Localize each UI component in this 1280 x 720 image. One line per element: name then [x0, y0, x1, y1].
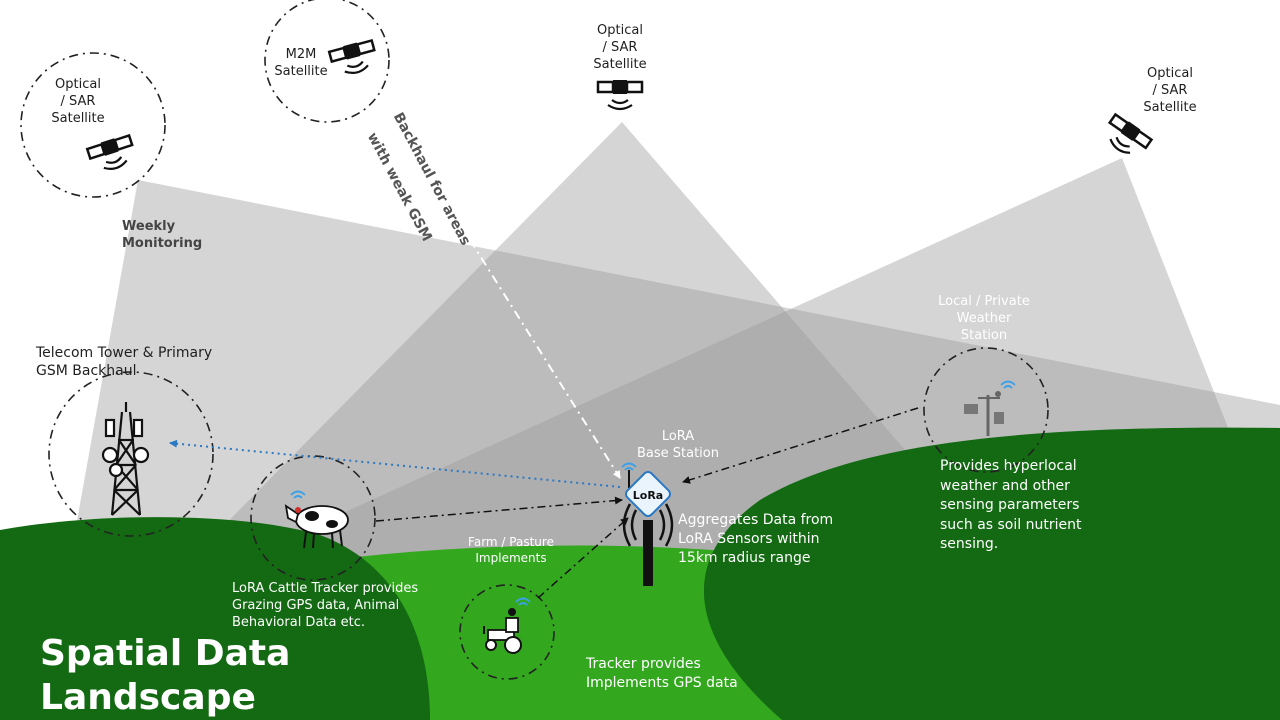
label-line: Farm / Pasture: [468, 535, 554, 549]
label-line: Satellite: [593, 57, 647, 72]
hill-dark-right: [703, 427, 1280, 720]
telecom-tower-label: Telecom Tower & Primary GSM Backhaul: [36, 344, 212, 380]
label-line: Optical: [1147, 66, 1193, 81]
label-line: Monitoring: [122, 236, 203, 251]
label-line: Weather: [956, 311, 1012, 326]
aggregates-description: Aggregates Data from LoRA Sensors within…: [678, 511, 833, 568]
telecom-tower-icon: [101, 402, 150, 516]
link-weather-to-base: [682, 407, 919, 484]
label-line: Station: [960, 328, 1008, 343]
label-line: Satellite: [1143, 100, 1197, 115]
dashed-circles: [20, 0, 1049, 680]
antenna-icon: [622, 470, 674, 586]
beam-optical-center: [190, 122, 1000, 560]
circle-cow: [250, 455, 376, 581]
hyperlocal-description: Provides hyperlocal weather and other se…: [940, 457, 1081, 555]
label-line: LoRA Sensors within: [678, 531, 820, 547]
cow-icon: [284, 504, 349, 549]
label-line: Grazing GPS data, Animal: [232, 598, 400, 613]
label-line: sensing.: [940, 536, 999, 552]
label-line: Implements GPS data: [586, 675, 738, 691]
tractor-icon: [483, 608, 522, 654]
label-line: GSM Backhaul: [36, 363, 137, 379]
label-line: M2M: [285, 47, 317, 62]
label-line: Optical: [55, 77, 101, 92]
label-line: Tracker provides: [586, 656, 701, 672]
label-line: / SAR: [602, 40, 638, 55]
tractor-description: Tracker provides Implements GPS data: [586, 655, 738, 693]
wifi-signal-icon: [290, 490, 306, 499]
weather-station-label: Local / Private Weather Station: [926, 293, 1042, 344]
label-line: Satellite: [51, 111, 105, 126]
m2m-label: M2M Satellite: [270, 46, 332, 80]
lora-badge-text: LoRa: [633, 489, 663, 502]
circle-tractor: [459, 584, 555, 680]
wifi-signal-icon: [515, 597, 531, 606]
label-line: Telecom Tower & Primary: [36, 345, 213, 361]
connections: [169, 239, 919, 599]
wifi-signal-icon: [621, 462, 637, 471]
implements-label: Farm / Pasture Implements: [456, 534, 566, 566]
label-line: LoRA: [661, 429, 695, 444]
label-line: Aggregates Data from: [678, 512, 834, 528]
circle-optical-left: [20, 52, 166, 198]
cattle-description: LoRA Cattle Tracker provides Grazing GPS…: [232, 580, 418, 631]
page-title: Spatial Data Landscape: [40, 632, 290, 720]
label-line: Weekly: [122, 219, 176, 234]
satellite-icon: [85, 133, 134, 170]
optical-left-label: Optical / SAR Satellite: [40, 76, 116, 127]
satellite-icon: [1107, 112, 1154, 154]
wifi-signal-icon: [1000, 380, 1016, 389]
base-station-label: LoRA Base Station: [626, 428, 730, 462]
page-title-line2: Landscape: [40, 677, 256, 718]
page-title-line1: Spatial Data: [40, 633, 291, 674]
circle-m2m: [264, 0, 390, 123]
label-line: Implements: [475, 551, 547, 565]
link-cow-to-base: [375, 496, 623, 522]
hill-dark-left: [0, 517, 430, 720]
satellite-icon: [327, 38, 376, 74]
circle-tower: [48, 371, 214, 537]
lora-badge-icon: [625, 471, 671, 517]
label-line: 15km radius range: [678, 550, 811, 566]
optical-right-label: Optical / SAR Satellite: [1132, 65, 1208, 116]
circle-weather: [923, 347, 1049, 473]
weekly-monitoring-label: Weekly Monitoring: [122, 218, 202, 252]
label-line: LoRA Cattle Tracker provides: [232, 581, 419, 596]
terrain: [0, 427, 1280, 720]
label-line: Provides hyperlocal: [940, 458, 1077, 474]
label-line: Base Station: [636, 446, 719, 461]
label-line: weather and other: [940, 477, 1070, 494]
label-line: Optical: [597, 23, 643, 38]
label-line: such as soil nutrient: [940, 516, 1082, 533]
label-line: Local / Private: [938, 294, 1030, 309]
label-line: Satellite: [274, 64, 328, 79]
label-line: / SAR: [1152, 83, 1188, 98]
label-line: sensing parameters: [940, 497, 1080, 513]
satellite-icon: [596, 80, 644, 111]
link-m2m-to-base: [469, 239, 621, 479]
label-line: / SAR: [60, 94, 96, 109]
optical-center-label: Optical / SAR Satellite: [582, 22, 658, 73]
label-line: Behavioral Data etc.: [232, 615, 365, 630]
weather-station-icon: [964, 391, 1004, 436]
link-tractor-to-base: [537, 517, 629, 599]
